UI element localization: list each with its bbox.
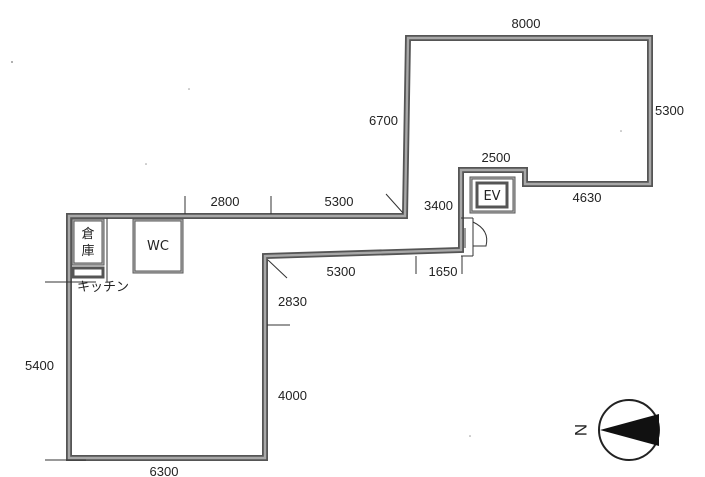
dim-mid-small: 1650: [429, 264, 458, 279]
dim-bottom-width: 6300: [150, 464, 179, 477]
wc-room-inner-line: [133, 219, 183, 273]
door: [461, 217, 488, 257]
dim-inner-upper: 2830: [278, 294, 307, 309]
wc-label: WC: [147, 239, 169, 254]
dim-right-height: 5300: [655, 103, 684, 118]
dim-top-right-width: 8000: [512, 16, 541, 31]
kitchen-counter: [71, 266, 105, 279]
storage-label-line2: 庫: [81, 244, 94, 259]
dim-top-left-b: 5300: [325, 194, 354, 209]
dim-right-step: 4630: [573, 190, 602, 205]
outer-wall-inner-line: [67, 36, 652, 460]
dim-inner-lower: 4000: [278, 388, 307, 403]
dim-ev-height: 3400: [424, 198, 453, 213]
compass-needle: [600, 414, 659, 446]
dim-mid-width: 5300: [327, 264, 356, 279]
dim-top-left-a: 2800: [211, 194, 240, 209]
kitchen-label: キッチン: [77, 280, 129, 295]
compass-north-label: N: [572, 424, 591, 436]
dim-upper-left-height: 6700: [369, 113, 398, 128]
storage-room-inner-line: [72, 219, 104, 265]
compass: N: [572, 399, 660, 461]
dimension-ticks: [45, 193, 463, 461]
storage-label-line1: 倉: [81, 227, 94, 242]
paper-specks: [11, 61, 622, 437]
ev-shaft-inner-line: [470, 177, 515, 213]
ev-label: EV: [483, 189, 500, 204]
dim-left-height: 5400: [25, 358, 54, 373]
ev-car: [475, 181, 509, 209]
dim-ev-width: 2500: [482, 150, 511, 165]
